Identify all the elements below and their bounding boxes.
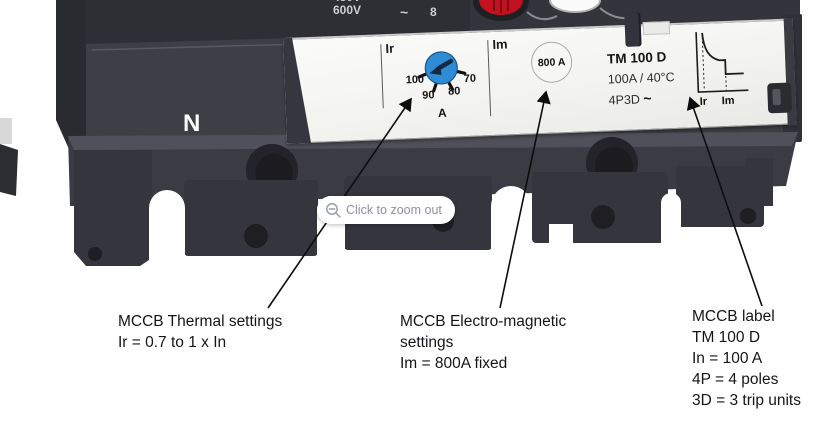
annotation-line: MCCB label bbox=[692, 308, 775, 325]
left-terminal-sliver bbox=[0, 118, 12, 144]
zoom-out-tooltip-label: Click to zoom out bbox=[346, 203, 442, 217]
left-foot-sliver bbox=[0, 144, 18, 196]
ac-symbol: ~ bbox=[400, 4, 409, 20]
curve-ir-label: Ir bbox=[700, 96, 709, 108]
annotation-line: settings bbox=[400, 334, 454, 351]
oval-window bbox=[549, 0, 601, 13]
dial-pointer-head bbox=[429, 64, 442, 75]
annotation-line: Ir = 0.7 to 1 x In bbox=[118, 334, 227, 351]
thermal-dial bbox=[417, 51, 467, 93]
ir-dotted-line bbox=[701, 36, 705, 91]
label-arrow bbox=[686, 96, 763, 307]
mounting-hole bbox=[88, 247, 102, 261]
right-step bbox=[745, 158, 773, 206]
annotation-line: 3D = 3 trip units bbox=[692, 392, 801, 409]
trip-curve bbox=[701, 32, 744, 75]
mounting-hole bbox=[591, 205, 615, 229]
zoom-out-tooltip[interactable]: Click to zoom out bbox=[317, 196, 455, 224]
curve-im-label: Im bbox=[722, 95, 736, 107]
voltage-line: 600V bbox=[333, 3, 362, 17]
mounting-hole bbox=[740, 208, 756, 224]
trip-curve-graphic: Ir Im bbox=[695, 32, 749, 108]
annotation-line: TM 100 D bbox=[692, 329, 761, 346]
foot-notch bbox=[549, 224, 573, 244]
annotation-line: In = 100 A bbox=[692, 350, 763, 367]
foot bbox=[184, 180, 318, 256]
dial-tick bbox=[432, 81, 438, 93]
curve-axes bbox=[695, 32, 749, 93]
thermal-annotation: MCCB Thermal settings Ir = 0.7 to 1 x In bbox=[118, 311, 282, 353]
arch-cutout bbox=[491, 206, 531, 254]
magnetic-annotation: MCCB Electro-magnetic settings Im = 800A… bbox=[400, 311, 566, 374]
dial-tick bbox=[417, 72, 428, 79]
left-side-face bbox=[56, 0, 86, 156]
foot bbox=[74, 150, 152, 266]
annotation-line: MCCB Thermal settings bbox=[118, 313, 283, 330]
aux-number: 8 bbox=[430, 5, 437, 19]
mounting-hole bbox=[244, 224, 268, 248]
label-annotation: MCCB label TM 100 D In = 100 A 4P = 4 po… bbox=[692, 306, 801, 411]
dial-tick bbox=[447, 80, 455, 92]
dial-tick bbox=[455, 69, 467, 75]
bezel-curve bbox=[526, 11, 558, 21]
zoom-out-icon bbox=[326, 203, 341, 218]
arch-cutout bbox=[661, 203, 681, 247]
neutral-pole-marker: N bbox=[183, 110, 201, 137]
voltage-ratings: 480V 600V bbox=[333, 0, 395, 24]
magnetic-arrow bbox=[499, 90, 551, 309]
annotation-line: 4P = 4 poles bbox=[692, 371, 779, 388]
voltage-line-partial: 480V bbox=[333, 0, 395, 4]
settings-label-strip: Ir 100 90 80 70 A Im 800 A TM 100 D 100A… bbox=[283, 12, 797, 143]
annotation-line: MCCB Electro-magnetic bbox=[400, 313, 567, 330]
arch-cutout bbox=[149, 208, 185, 268]
ridge-line bbox=[91, 43, 301, 51]
ratings-band bbox=[86, 0, 470, 44]
annotation-line: Im = 800A fixed bbox=[400, 355, 508, 372]
